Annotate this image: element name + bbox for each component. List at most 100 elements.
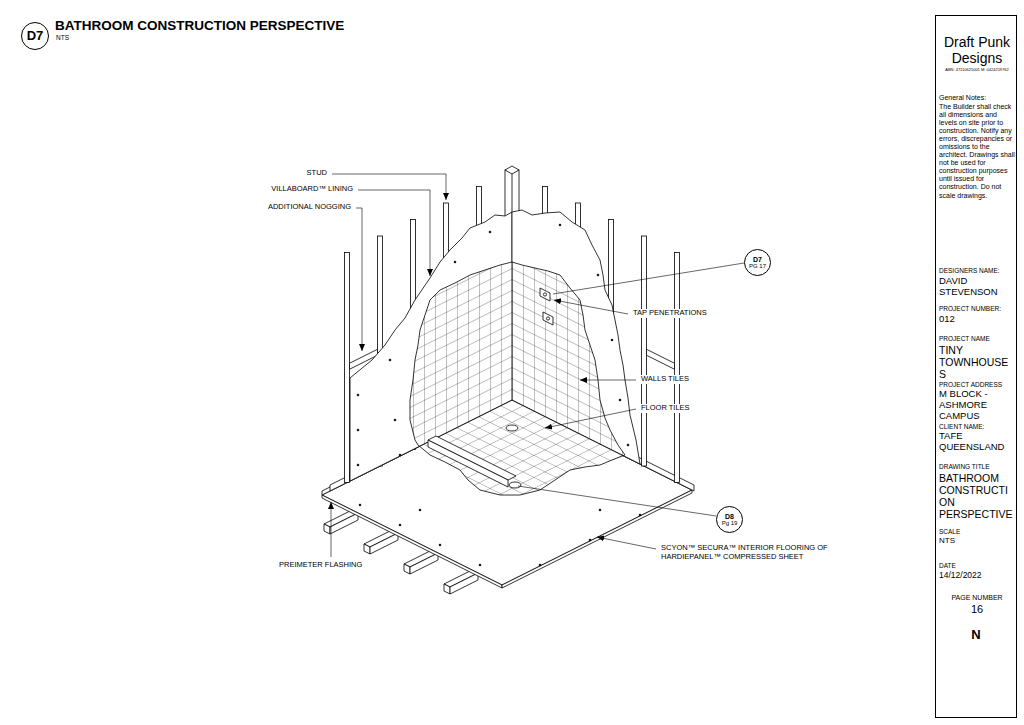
leader-line [554,300,628,314]
callout-bubble: D7PG 17 [744,249,771,276]
leader-line [331,502,332,557]
floor-sheet [439,544,441,546]
wall-floor-tiles [540,288,550,301]
field-label: DRAWING TITLE [939,463,1015,470]
field-value: TINY TOWNHOUSES [939,344,1015,380]
villaboard-lining [399,454,401,456]
leader-line [545,409,636,428]
villaboard-lining [611,339,613,341]
field-value: NTS [939,536,1015,545]
floor-sheet [502,490,692,588]
leader-line [597,537,656,549]
villaboard-lining [394,419,396,421]
leader-line [331,174,744,557]
page-number: 16 [939,603,1015,616]
wall-floor-tiles [400,250,624,456]
detail-bubble: D7 [21,22,49,50]
part-label: VILLABOARD™ LINING [270,185,354,194]
company-logo: Draft Punk Designs [939,34,1015,66]
wall-floor-tiles [300,150,724,580]
floor-joist [404,564,410,574]
villaboard-lining [454,261,456,263]
bubble-number: D8 [725,513,734,520]
drawing-title: BATHROOM CONSTRUCTION PERSPECTIVE [55,18,344,34]
field-value: BATHROOM CONSTRUCTION PERSPECTIVE [939,472,1015,520]
field-label: PAGE NUMBER [939,594,1015,602]
floor-sheet [322,495,502,588]
wall-floor-tiles [428,436,516,480]
floor-sheet [479,564,481,566]
floor-sheet [539,564,541,566]
part-label: WALLS TILES [640,375,690,384]
villaboard-lining [357,464,359,466]
timber-stud [675,253,680,483]
timber-stud [512,174,513,400]
villaboard-lining [559,224,561,226]
part-label: PREIMETER FLASHING [278,561,363,570]
leader-line [580,380,636,381]
part-label: TAP PENETRATIONS [632,309,708,318]
field-value: M BLOCK - ASHMORE CAMPUS [939,389,1015,422]
floor-sheet [589,539,591,541]
general-notes: The Builder shall check all dimensions a… [939,103,1015,200]
floor-joist [444,584,450,594]
field-label: DATE [939,562,1015,569]
floor-joist [324,524,330,534]
field-label: DESIGNERS NAME: [939,267,1015,274]
additional-nogging [647,349,675,369]
villaboard-lining [489,231,491,233]
floor-sheet [399,524,401,526]
field-label: PROJECT ADDRESS [939,381,1015,388]
field-value: TAFE QUEENSLAND [939,431,1015,453]
floor-joist [450,573,478,594]
bubble-number: D7 [753,256,762,263]
floor-joist [370,533,398,554]
part-label: ADDITIONAL NOGGING [267,203,352,212]
leader-line [553,263,744,294]
leader-line [358,190,430,276]
villaboard-lining [389,359,391,361]
villaboard-lining [627,444,629,446]
wall-floor-tiles [512,400,624,456]
page-reference: PG 17 [749,263,766,269]
wall-floor-tiles [546,317,549,320]
leader-line [518,486,716,516]
wall-floor-tiles [506,425,518,431]
wall-floor-tiles [543,312,553,325]
part-label: STUD [306,169,328,178]
villaboard-lining [597,274,599,276]
villaboard-lining [357,429,359,431]
part-label: FLOOR TILES [640,404,691,413]
floor-sheet [419,509,421,511]
callout-bubble: D8Pg 19 [716,506,743,533]
part-label: SCYON™ SECURA™ INTERIOR FLOORING OF HARD… [660,544,844,561]
timber-stud [642,236,647,466]
villaboard-lining [357,394,359,396]
timber-stud [505,166,519,174]
floor-sheet [359,504,361,506]
leader-line [356,208,362,351]
page-reference: Pg 19 [722,520,738,526]
field-value: DAVID STEVENSON [939,276,1015,298]
timber-stud [345,253,350,483]
field-label: PROJECT NAME [939,335,1015,342]
abn-number: ABN: 47110625001 M: 0424219762 [939,68,1015,73]
field-label: CLIENT NAME: [939,423,1015,430]
north-label: N [960,628,992,643]
floor-sheet [639,514,641,516]
villaboard-lining [619,399,621,401]
wall-floor-tiles [543,293,546,296]
field-value: 14/12/2022 [939,571,1015,581]
field-label: SCALE [939,528,1015,535]
field-label: PROJECT NUMBER: [939,305,1015,312]
scale-note: NTS [55,34,70,41]
tile-edge [410,262,625,495]
floor-joist [330,513,358,534]
title-block: Draft Punk DesignsABN: 47110625001 M: 04… [935,15,1017,718]
bubble-number: D7 [27,29,44,43]
field-value: 012 [939,314,1015,325]
floor-joist [410,553,438,574]
wall-floor-tiles [509,482,521,488]
floor-sheet [599,509,601,511]
